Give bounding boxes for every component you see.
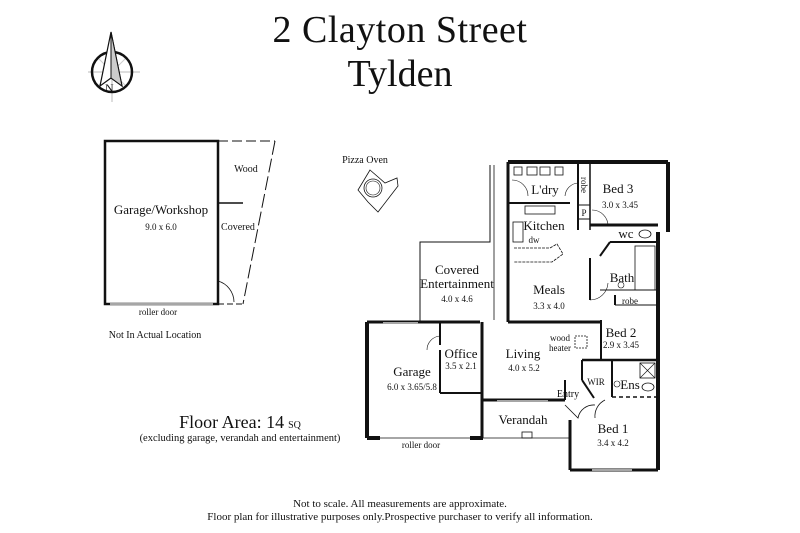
verandah-label: Verandah [498, 412, 548, 427]
floor-area-unit: SQ [288, 420, 301, 431]
office-dims: 3.5 x 2.1 [445, 361, 477, 371]
wood-heater-label-1: wood [550, 333, 570, 343]
garage-workshop-dims: 9.0 x 6.0 [145, 222, 177, 232]
bath-label: Bath [610, 270, 635, 285]
covered-entertainment-label-2: Entertainment [420, 276, 494, 291]
meals-label: Meals [533, 282, 565, 297]
floor-area-note: (excluding garage, verandah and entertai… [139, 433, 341, 444]
living-label: Living [506, 346, 541, 361]
covered-label: Covered [221, 222, 255, 233]
bed3-label: Bed 3 [603, 181, 634, 196]
garage-roller-door-label: roller door [402, 440, 440, 450]
office-label: Office [445, 346, 478, 361]
north-arrow-icon: N [88, 31, 140, 102]
roller-door-label: roller door [139, 307, 177, 317]
robe3-label: robe [579, 177, 589, 193]
floor-area-block: Floor Area: 14 SQ (excluding garage, ver… [130, 412, 350, 444]
bed1-label: Bed 1 [598, 421, 629, 436]
pizza-oven: Pizza Oven [342, 155, 399, 213]
house-plan [365, 160, 670, 472]
property-address: 2 Clayton Street [272, 9, 528, 51]
pizza-oven-label: Pizza Oven [342, 155, 388, 166]
kitchen-label: Kitchen [523, 218, 565, 233]
bed2-dims: 2.9 x 3.45 [603, 340, 640, 350]
disclaimer-line2: Floor plan for illustrative purposes onl… [207, 511, 593, 523]
ensuite-label: Ens [620, 377, 640, 392]
covered-entertainment-label-1: Covered [435, 262, 480, 277]
disclaimer-line1: Not to scale. All measurements are appro… [293, 498, 507, 510]
wir-label: WIR [587, 377, 605, 387]
wood-label: Wood [234, 164, 258, 175]
garage-dims: 6.0 x 3.65/5.8 [387, 382, 437, 392]
garage-workshop: Garage/Workshop 9.0 x 6.0 Wood Covered r… [103, 139, 276, 341]
wood-heater-label-2: heater [549, 343, 571, 353]
bed3-dims: 3.0 x 3.45 [602, 200, 639, 210]
bed2-label: Bed 2 [606, 325, 637, 340]
property-suburb: Tylden [347, 53, 453, 95]
meals-dims: 3.3 x 4.0 [533, 301, 565, 311]
wc-label: wc [618, 226, 633, 241]
entry-label: Entry [557, 389, 579, 400]
north-label: N [105, 81, 114, 95]
dishwasher-label: dw [529, 235, 541, 245]
bed1-dims: 3.4 x 4.2 [597, 438, 629, 448]
floor-area-label: Floor Area: 14 [179, 412, 285, 432]
pantry-label: P [581, 208, 586, 218]
covered-entertainment-dims: 4.0 x 4.6 [441, 294, 473, 304]
robe2-label: robe [622, 296, 638, 306]
living-dims: 4.0 x 5.2 [508, 363, 540, 373]
laundry-label: L'dry [531, 182, 559, 197]
garage-workshop-label: Garage/Workshop [114, 202, 208, 217]
not-in-location-note: Not In Actual Location [109, 330, 201, 341]
garage-label: Garage [393, 364, 431, 379]
